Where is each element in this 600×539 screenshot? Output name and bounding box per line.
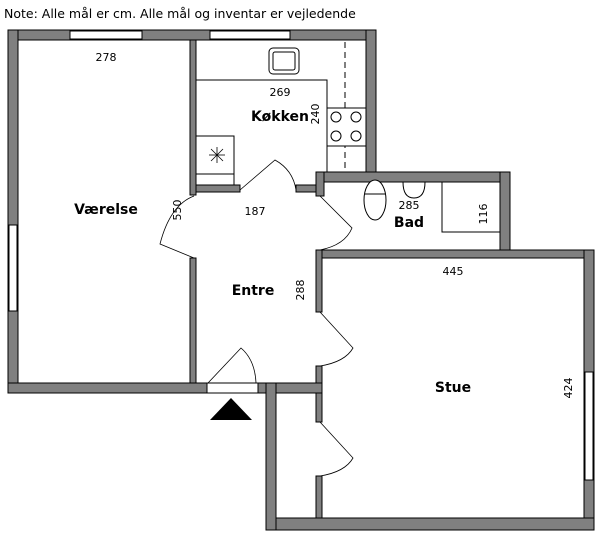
entrance-door-frame [206, 382, 259, 394]
note-text: Note: Alle mål er cm. Alle mål og invent… [4, 6, 356, 21]
bedroom-bottom-wall [7, 382, 209, 394]
window-bedroom-top [69, 30, 143, 40]
window-living-right [584, 371, 594, 481]
kitchen-counter [195, 39, 367, 173]
window-bedroom-left [8, 224, 18, 312]
bath-top-wall [315, 171, 511, 183]
kitchen-bottom-wall-left [195, 184, 241, 193]
labels: 278 Værelse 550 269 Køkken 240 285 Bad 1… [74, 51, 575, 399]
entrance-arrow-icon [210, 398, 252, 420]
living-left-wall-upper [315, 249, 323, 313]
sink-basin [272, 51, 296, 71]
bath-label: Bad [394, 215, 424, 231]
left-wall [7, 29, 19, 394]
door-living [319, 311, 354, 367]
windows [8, 30, 594, 481]
kitchen-fixtures [195, 39, 367, 186]
bedroom-wall-lower [189, 257, 197, 384]
living-bottom-wall [265, 517, 595, 531]
door-entrance [207, 347, 257, 384]
kitchen-width: 269 [270, 86, 291, 99]
kitchen-label: Køkken [251, 109, 309, 125]
door-closet [319, 421, 354, 477]
fridge-star-icon [209, 147, 225, 163]
washbasin-icon [402, 181, 426, 199]
shower-icon [441, 181, 501, 233]
entrance-label: Entre [232, 283, 275, 299]
burner [330, 111, 342, 123]
bath-fixtures [363, 179, 501, 233]
burner [350, 130, 362, 142]
kitchen-length: 240 [309, 104, 322, 125]
door-kitchen [239, 159, 297, 191]
bedroom-wall-upper [189, 39, 197, 196]
entrance-length: 288 [294, 280, 307, 301]
kitchen-right-wall [365, 29, 377, 183]
living-left-wall-lower [315, 475, 323, 519]
door-bath [319, 195, 353, 251]
window-kitchen-top [209, 30, 291, 40]
top-wall [7, 29, 377, 41]
toilet-icon [363, 179, 387, 221]
bedroom-width: 278 [96, 51, 117, 64]
burner [330, 130, 342, 142]
bath-width: 285 [399, 199, 420, 212]
burner [350, 111, 362, 123]
entrance-width: 187 [245, 205, 266, 218]
closet-left-wall [265, 382, 277, 531]
living-top-wall [315, 249, 595, 259]
doors [159, 159, 354, 477]
living-label: Stue [435, 380, 471, 396]
living-length: 424 [562, 378, 575, 399]
bedroom-label: Værelse [74, 202, 138, 218]
door-bedroom [159, 195, 195, 259]
living-left-wall-mid [315, 365, 323, 423]
bath-right-wall [499, 171, 511, 259]
bath-length: 116 [477, 204, 490, 225]
fridge-base [195, 173, 235, 186]
bedroom-length: 550 [171, 200, 184, 221]
bath-left-wall-upper [315, 171, 325, 197]
living-width: 445 [443, 265, 464, 278]
